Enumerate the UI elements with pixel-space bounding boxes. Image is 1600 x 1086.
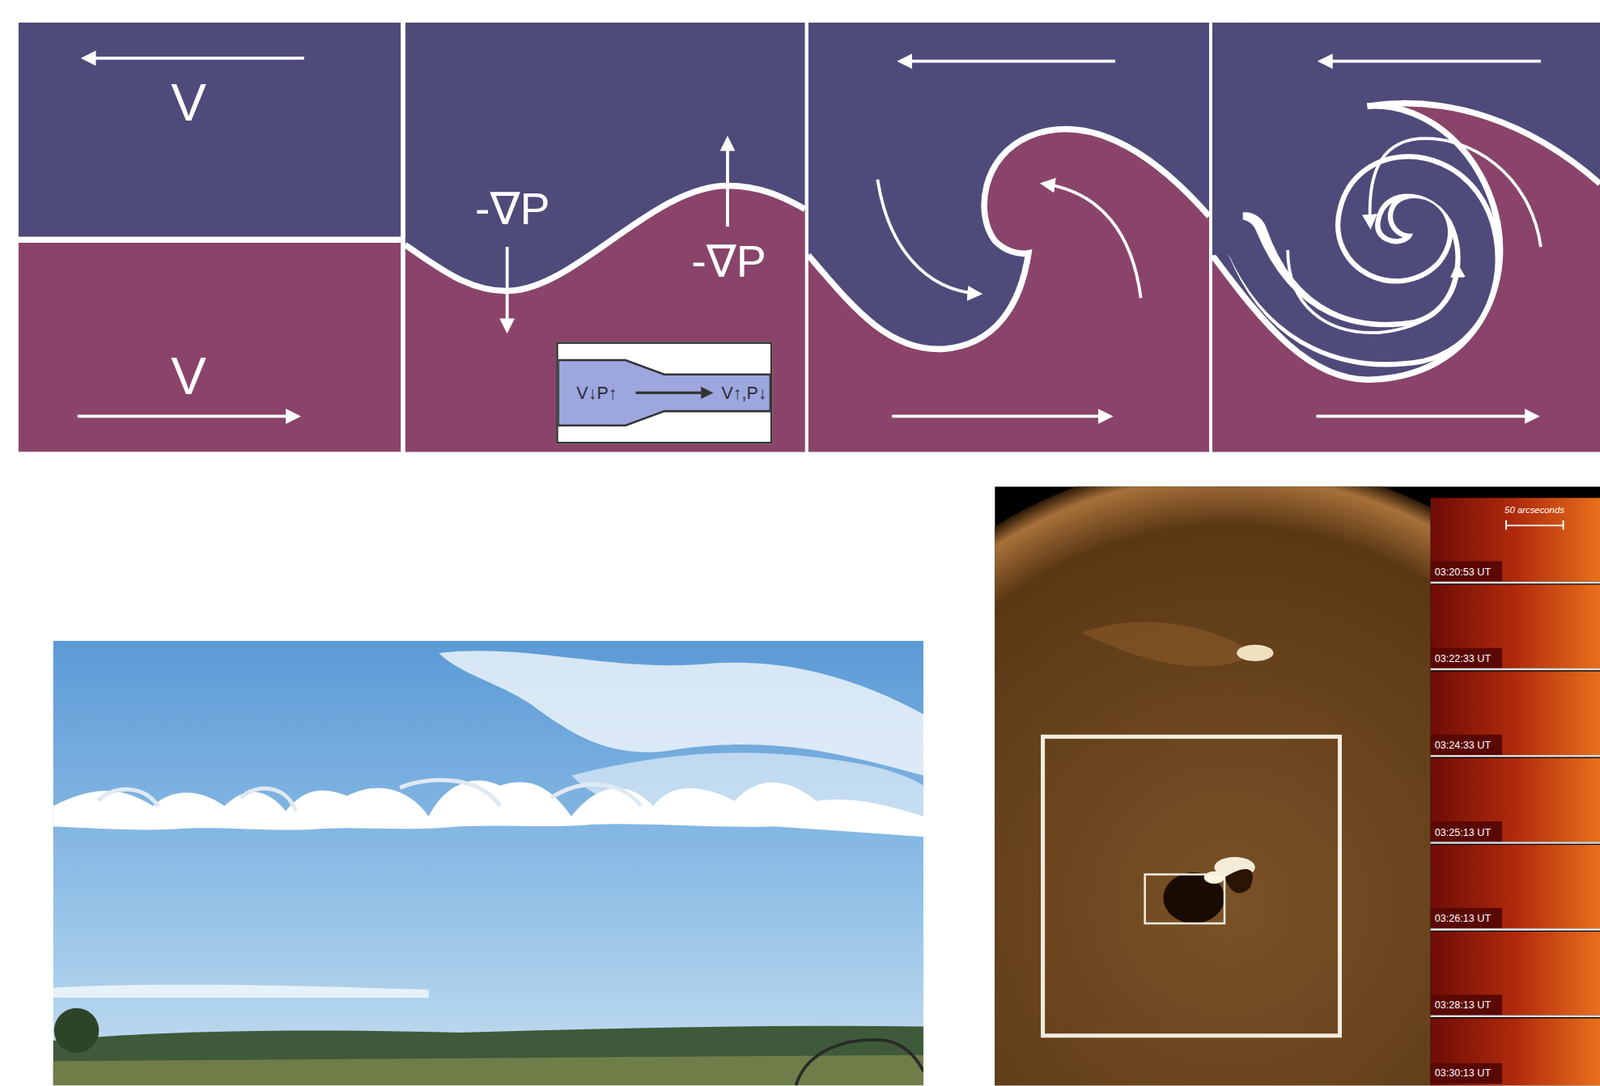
- pressure-gradient-label: -∇P: [691, 238, 767, 284]
- solar-image: [785, 458, 1600, 1086]
- timestamp: 03:24:33 UT: [1434, 740, 1491, 752]
- pressure-gradient-label: -∇P: [475, 186, 551, 232]
- timestamp: 03:28:13 UT: [1434, 1000, 1491, 1011]
- timestamp: 03:22:33 UT: [1434, 653, 1491, 665]
- flow-state-text: V↓P↑: [576, 384, 617, 402]
- cloud-photo: [53, 640, 924, 1086]
- flow-state-text: V↑,P↓: [721, 384, 767, 402]
- timestamp: 03:30:13 UT: [1434, 1068, 1491, 1079]
- timestamp: 03:25:13 UT: [1434, 827, 1491, 839]
- timestamp: 03:20:53 UT: [1434, 567, 1491, 578]
- venturi-inset: V↓P↑ V↑,P↓: [555, 341, 773, 444]
- velocity-label: V: [170, 75, 207, 129]
- velocity-label: V: [170, 348, 207, 403]
- timestamp: 03:26:13 UT: [1434, 912, 1491, 924]
- scale-label: 50 arcseconds: [1504, 505, 1565, 515]
